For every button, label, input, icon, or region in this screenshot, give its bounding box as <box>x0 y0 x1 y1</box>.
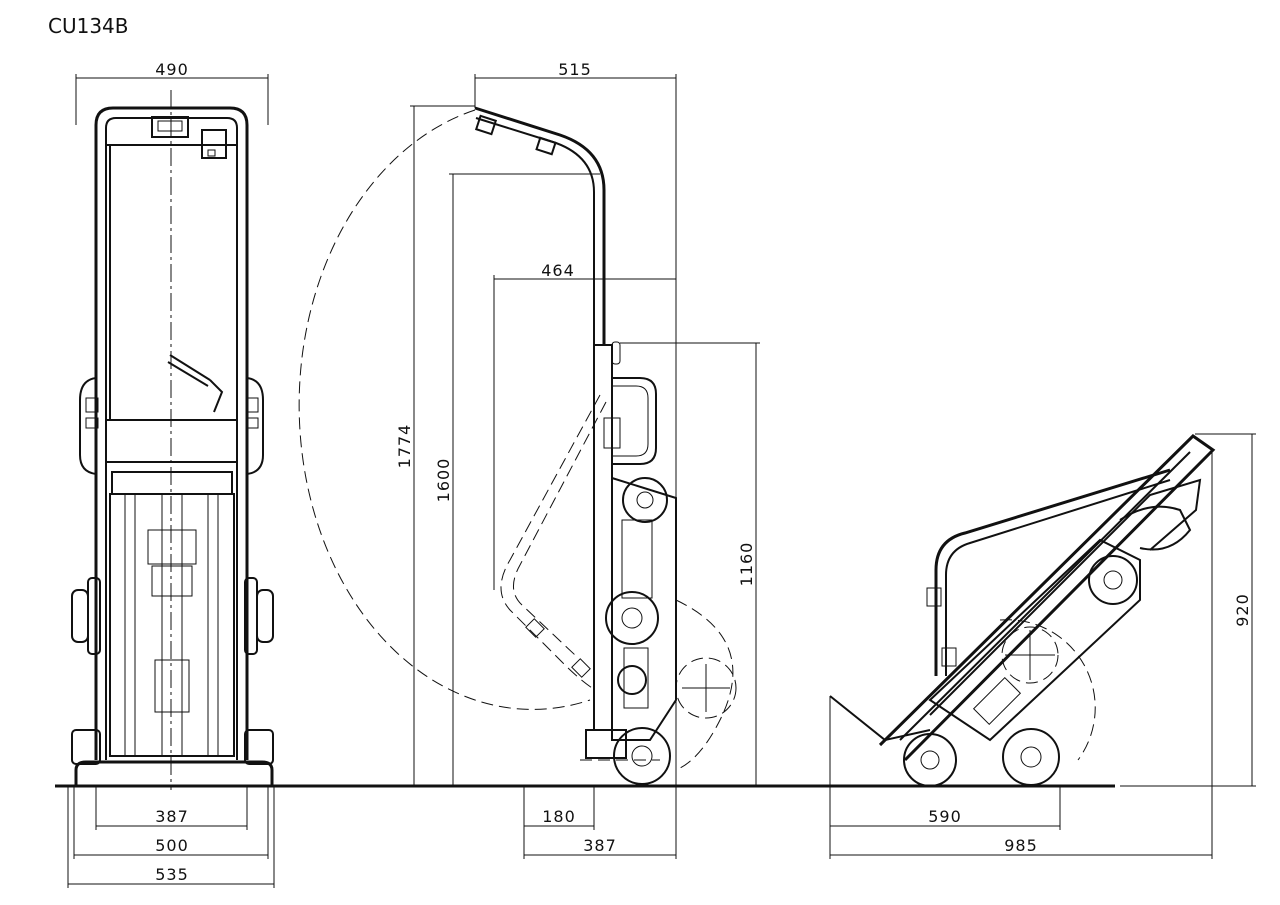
tilted-view <box>829 434 1216 787</box>
dim-920: 920 <box>1233 593 1252 627</box>
side-dimensions <box>410 74 760 859</box>
dim-500: 500 <box>155 836 189 855</box>
dim-464: 464 <box>541 261 575 280</box>
front-view <box>71 90 274 790</box>
dim-387-front: 387 <box>155 807 189 826</box>
dim-1774: 1774 <box>395 424 414 469</box>
tilted-dimensions <box>829 433 1256 859</box>
dim-590: 590 <box>928 807 962 826</box>
dim-985: 985 <box>1004 836 1038 855</box>
dim-515: 515 <box>558 60 592 79</box>
dim-387-side: 387 <box>583 836 617 855</box>
dim-490: 490 <box>155 60 189 79</box>
side-view <box>298 106 737 785</box>
dim-180: 180 <box>542 807 576 826</box>
front-dimensions <box>67 74 275 888</box>
drawing-title: CU134B <box>48 14 129 38</box>
dim-535: 535 <box>155 865 189 884</box>
dim-1160: 1160 <box>737 542 756 587</box>
dim-1600: 1600 <box>434 458 453 503</box>
